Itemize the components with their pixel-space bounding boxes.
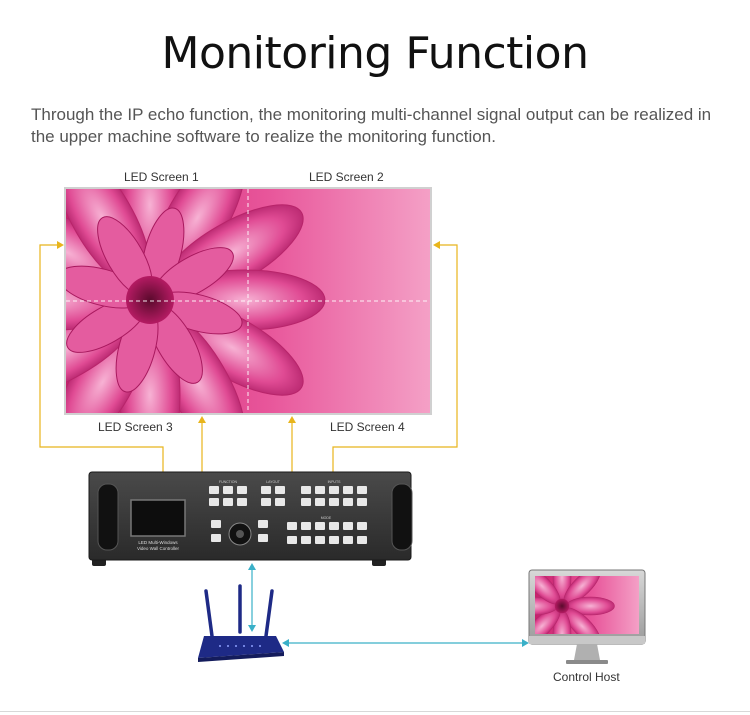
controller-group-mode: MODE bbox=[321, 516, 332, 520]
led-screen-4-label: LED Screen 4 bbox=[330, 420, 405, 434]
bottom-divider bbox=[0, 711, 750, 712]
led-screen-2-label: LED Screen 2 bbox=[309, 170, 384, 184]
controller-group-layout: LAYOUT bbox=[266, 480, 281, 484]
controller-group-function: FUNCTION bbox=[219, 480, 238, 484]
controller-label-line2: Video Wall Controller bbox=[137, 546, 180, 551]
network-links bbox=[248, 563, 529, 647]
control-host-label: Control Host bbox=[553, 670, 620, 684]
led-screen-3-label: LED Screen 3 bbox=[98, 420, 173, 434]
controller-group-inputs: INPUTS bbox=[328, 480, 342, 484]
control-host-monitor-icon bbox=[510, 554, 646, 665]
router-icon bbox=[198, 586, 284, 662]
video-wall-controller bbox=[89, 472, 412, 566]
controller-label-line1: LED Multi-Windows bbox=[138, 540, 178, 545]
led-screen-1-label: LED Screen 1 bbox=[124, 170, 199, 184]
